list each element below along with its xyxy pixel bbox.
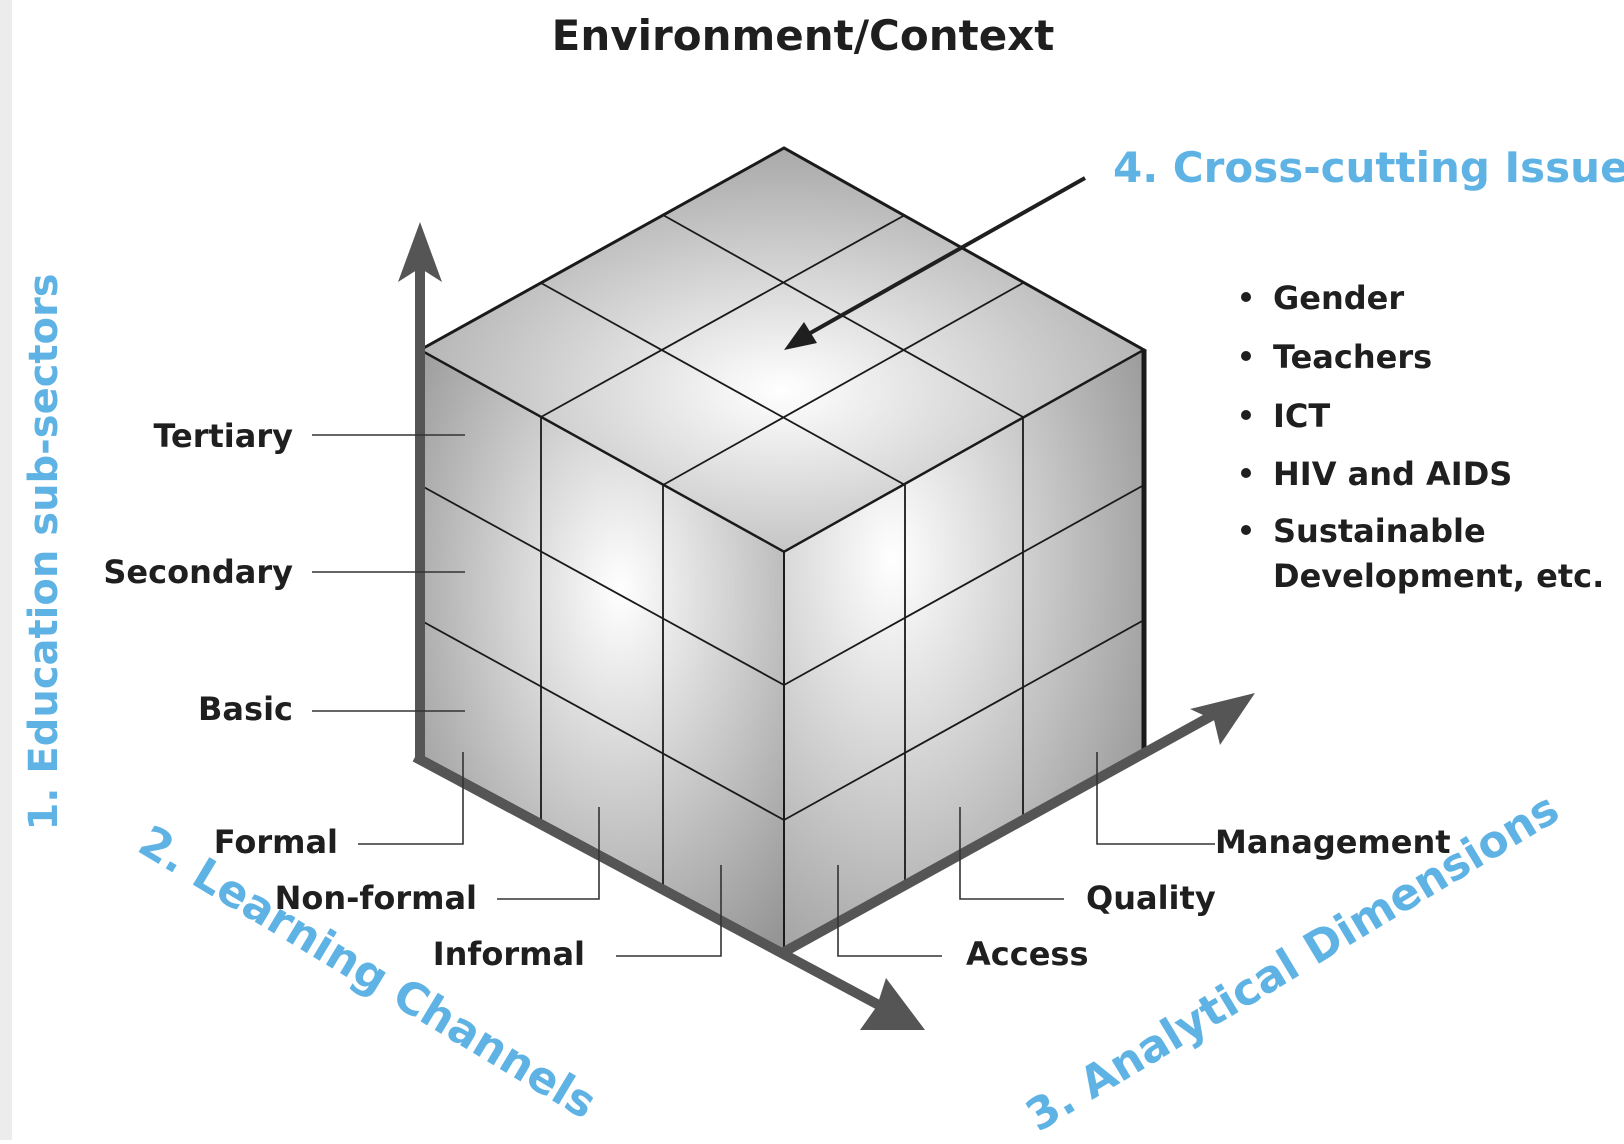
channel-leaders	[358, 752, 722, 957]
education-subsectors-label: 1. Education sub-sectors	[21, 273, 67, 830]
bullet	[1241, 292, 1251, 302]
cross-cutting-pointer-arrowhead	[784, 322, 817, 350]
cross-cutting-list: Gender Teachers ICT HIV and AIDS Sustain…	[1241, 279, 1604, 595]
subsector-tertiary: Tertiary	[153, 417, 293, 455]
dimension-quality: Quality	[1086, 879, 1216, 917]
subsector-secondary: Secondary	[103, 553, 293, 591]
issue-development: Development, etc.	[1273, 557, 1604, 595]
subsector-leaders	[312, 434, 465, 712]
analytical-dimensions-arrowhead	[1190, 693, 1255, 745]
issue-ict: ICT	[1273, 397, 1330, 435]
analytical-dimensions-axis	[781, 709, 1218, 957]
dimension-leaders	[837, 752, 1215, 957]
cross-cutting-issues-label: 4. Cross-cutting Issues	[1113, 143, 1624, 192]
learning-channels-axis	[412, 752, 891, 1015]
vertical-axis-arrowhead	[398, 222, 442, 282]
bullet	[1241, 410, 1251, 420]
issue-teachers: Teachers	[1273, 338, 1432, 376]
dimension-access: Access	[966, 935, 1089, 973]
diagram-title: Environment/Context	[552, 11, 1055, 60]
learning-channels-arrowhead	[860, 978, 925, 1030]
bullet	[1241, 468, 1251, 478]
issue-hiv-aids: HIV and AIDS	[1273, 455, 1512, 493]
channel-formal: Formal	[214, 823, 338, 861]
cube-grid-lines	[419, 214, 1145, 885]
bullet	[1241, 525, 1251, 535]
issue-gender: Gender	[1273, 279, 1404, 317]
issue-sustainable: Sustainable	[1273, 512, 1486, 550]
dimension-management: Management	[1215, 823, 1451, 861]
channel-non-formal: Non-formal	[275, 879, 477, 917]
cross-cutting-pointer	[804, 176, 1086, 338]
bullet	[1241, 351, 1251, 361]
axis-arrows	[398, 222, 1255, 1030]
left-edge-shade	[0, 0, 12, 1140]
subsector-basic: Basic	[198, 690, 293, 728]
channel-informal: Informal	[433, 935, 585, 973]
